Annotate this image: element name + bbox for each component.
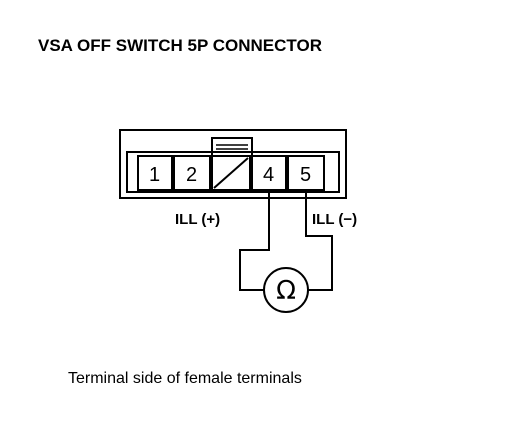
- terminal-number-4: 4: [263, 164, 274, 186]
- terminal-number-1: 1: [149, 164, 160, 186]
- connector-lock-tab: [211, 137, 253, 157]
- terminal-cell-3-blocked: [211, 155, 251, 191]
- connector-inner-frame: [126, 151, 340, 193]
- test-lead-terminal-5: [305, 190, 333, 291]
- terminal-number-5: 5: [300, 164, 311, 186]
- connector-housing: [119, 129, 347, 199]
- ohmmeter-icon: [263, 267, 309, 313]
- diagram-caption: Terminal side of female terminals: [68, 370, 302, 387]
- wire-label-ill-minus: ILL (−): [312, 211, 357, 228]
- diagram-title: VSA OFF SWITCH 5P CONNECTOR: [38, 36, 322, 55]
- blocked-terminal-slash: [213, 157, 249, 189]
- ohm-symbol: Ω: [276, 276, 296, 306]
- wire-label-ill-plus: ILL (+): [175, 211, 220, 228]
- terminal-cell-1: [137, 155, 173, 191]
- test-lead-terminal-4: [239, 190, 270, 291]
- terminal-cell-2: [173, 155, 211, 191]
- terminal-number-2: 2: [186, 164, 197, 186]
